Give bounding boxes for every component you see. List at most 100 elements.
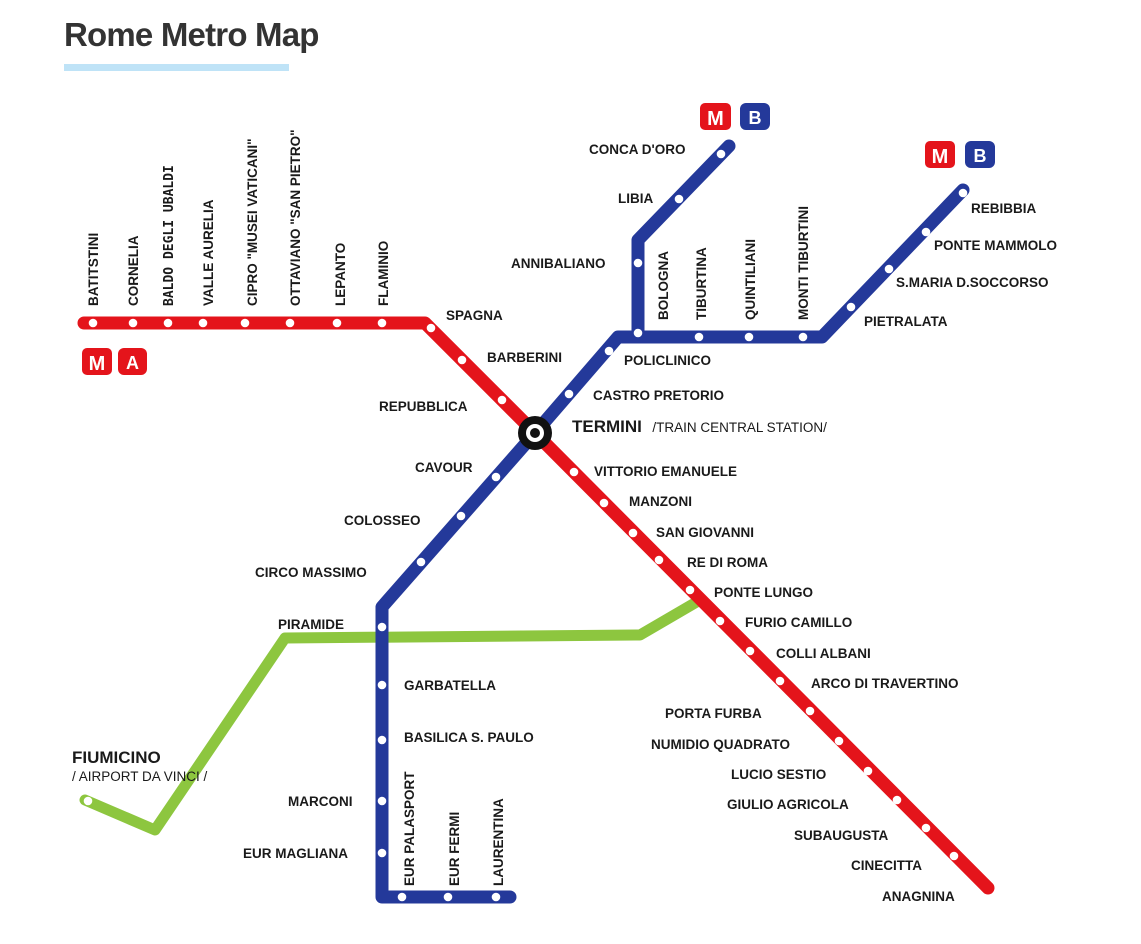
- station-label-eur-magliana[interactable]: EUR MAGLIANA: [243, 846, 348, 861]
- station-dot[interactable]: [863, 766, 873, 776]
- station-label-batitstini[interactable]: BATITSTINI: [86, 233, 101, 306]
- station-label-cipro[interactable]: CIPRO "MUSEI VATICANI": [245, 138, 260, 306]
- station-dot[interactable]: [599, 498, 609, 508]
- station-label-spagna[interactable]: SPAGNA: [446, 308, 503, 323]
- station-dot[interactable]: [744, 332, 754, 342]
- station-label-bologna[interactable]: BOLOGNA: [656, 251, 671, 320]
- station-dot[interactable]: [892, 795, 902, 805]
- station-label-valle-aurelia[interactable]: VALLE AURELIA: [201, 199, 216, 306]
- station-dot[interactable]: [457, 355, 467, 365]
- station-dot[interactable]: [654, 555, 664, 565]
- station-dot[interactable]: [633, 258, 643, 268]
- station-dot[interactable]: [88, 318, 98, 328]
- station-dot[interactable]: [805, 706, 815, 716]
- station-dot[interactable]: [564, 389, 574, 399]
- station-dot[interactable]: [497, 395, 507, 405]
- station-label-eur-palasport[interactable]: EUR PALASPORT: [402, 771, 417, 886]
- station-label-ponte-lungo[interactable]: PONTE LUNGO: [714, 585, 813, 600]
- termini-hub[interactable]: [518, 416, 552, 450]
- station-label-policlinico[interactable]: POLICLINICO: [624, 353, 711, 368]
- station-label-giulio-agricola[interactable]: GIULIO AGRICOLA: [727, 797, 849, 812]
- station-label-quintiliani[interactable]: QUINTILIANI: [743, 239, 758, 320]
- station-dot[interactable]: [834, 736, 844, 746]
- station-dot[interactable]: [397, 892, 407, 902]
- station-dot[interactable]: [198, 318, 208, 328]
- station-label-ottaviano[interactable]: OTTAVIANO "SAN PIETRO": [288, 129, 303, 306]
- station-label-basilica-s-paulo[interactable]: BASILICA S. PAULO: [404, 730, 534, 745]
- station-dot[interactable]: [604, 346, 614, 356]
- hub-label[interactable]: TERMINI /TRAIN CENTRAL STATION/: [572, 417, 827, 436]
- station-label-tiburtina[interactable]: TIBURTINA: [694, 247, 709, 320]
- station-dot[interactable]: [921, 823, 931, 833]
- station-label-manzoni[interactable]: MANZONI: [629, 494, 692, 509]
- station-label-piramide[interactable]: PIRAMIDE: [278, 617, 344, 632]
- station-label-conca-doro[interactable]: CONCA D'ORO: [589, 142, 685, 157]
- station-dot[interactable]: [377, 735, 387, 745]
- station-dot[interactable]: [491, 472, 501, 482]
- station-label-circo-massimo[interactable]: CIRCO MASSIMO: [255, 565, 367, 580]
- station-dot[interactable]: [949, 851, 959, 861]
- station-label-laurentina[interactable]: LAURENTINA: [491, 798, 506, 886]
- station-label-furio-camillo[interactable]: FURIO CAMILLO: [745, 615, 852, 630]
- station-label-vittorio-emanuele[interactable]: VITTORIO EMANUELE: [594, 464, 737, 479]
- station-label-annibaliano[interactable]: ANNIBALIANO: [511, 256, 606, 271]
- station-dot[interactable]: [377, 680, 387, 690]
- station-dot[interactable]: [377, 848, 387, 858]
- station-dot[interactable]: [674, 194, 684, 204]
- station-dot[interactable]: [491, 892, 501, 902]
- station-dot[interactable]: [694, 332, 704, 342]
- station-label-pietralata[interactable]: PIETRALATA: [864, 314, 948, 329]
- station-label-garbatella[interactable]: GARBATELLA: [404, 678, 496, 693]
- station-dot[interactable]: [958, 188, 968, 198]
- station-dot[interactable]: [377, 796, 387, 806]
- station-dot[interactable]: [285, 318, 295, 328]
- station-dot[interactable]: [745, 646, 755, 656]
- station-dot[interactable]: [716, 149, 726, 159]
- station-label-s-maria-d-soccorso[interactable]: S.MARIA D.SOCCORSO: [896, 275, 1049, 290]
- station-label-flaminio[interactable]: FLAMINIO: [376, 241, 391, 306]
- station-label-colli-albani[interactable]: COLLI ALBANI: [776, 646, 871, 661]
- station-dot[interactable]: [377, 318, 387, 328]
- station-label-subaugusta[interactable]: SUBAUGUSTA: [794, 828, 889, 843]
- station-label-anagnina[interactable]: ANAGNINA: [882, 889, 955, 904]
- station-dot[interactable]: [715, 616, 725, 626]
- station-label-colosseo[interactable]: COLOSSEO: [344, 513, 421, 528]
- station-label-lepanto[interactable]: LEPANTO: [333, 243, 348, 306]
- station-label-numidio-quadrato[interactable]: NUMIDIO QUADRATO: [651, 737, 790, 752]
- station-dot[interactable]: [628, 528, 638, 538]
- station-label-marconi[interactable]: MARCONI: [288, 794, 353, 809]
- station-dot[interactable]: [163, 318, 173, 328]
- station-dot[interactable]: [443, 892, 453, 902]
- station-label-porta-furba[interactable]: PORTA FURBA: [665, 706, 762, 721]
- station-dot[interactable]: [633, 328, 643, 338]
- station-label-lucio-sestio[interactable]: LUCIO SESTIO: [731, 767, 826, 782]
- station-label-castro-pretorio[interactable]: CASTRO PRETORIO: [593, 388, 724, 403]
- station-label-cavour[interactable]: CAVOUR: [415, 460, 473, 475]
- station-label-ponte-mammolo[interactable]: PONTE MAMMOLO: [934, 238, 1057, 253]
- station-label-re-di-roma[interactable]: RE DI ROMA: [687, 555, 768, 570]
- station-label-barberini[interactable]: BARBERINI: [487, 350, 562, 365]
- station-dot[interactable]: [569, 467, 579, 477]
- station-dot[interactable]: [377, 622, 387, 632]
- station-label-rebibbia[interactable]: REBIBBIA: [971, 201, 1037, 216]
- station-dot[interactable]: [846, 302, 856, 312]
- station-label-libia[interactable]: LIBIA: [618, 191, 653, 206]
- station-dot[interactable]: [240, 318, 250, 328]
- station-label-arco-di-travertino[interactable]: ARCO DI TRAVERTINO: [811, 676, 959, 691]
- station-dot[interactable]: [416, 557, 426, 567]
- station-label-cinecitta[interactable]: CINECITTA: [851, 858, 922, 873]
- station-dot[interactable]: [685, 585, 695, 595]
- station-dot[interactable]: [128, 318, 138, 328]
- station-dot[interactable]: [775, 676, 785, 686]
- station-label-baldo-degli-ubaldi[interactable]: BALDO DEGLI UBALDI: [162, 165, 177, 306]
- airport-name[interactable]: FIUMICINO: [72, 748, 161, 767]
- station-dot[interactable]: [83, 796, 93, 806]
- station-dot[interactable]: [921, 227, 931, 237]
- station-label-cornelia[interactable]: CORNELIA: [126, 235, 141, 306]
- station-dot[interactable]: [456, 511, 466, 521]
- station-label-eur-fermi[interactable]: EUR FERMI: [447, 812, 462, 886]
- station-dot[interactable]: [426, 323, 436, 333]
- station-label-repubblica[interactable]: REPUBBLICA: [379, 399, 468, 414]
- station-label-monti-tiburtini[interactable]: MONTI TIBURTINI: [796, 206, 811, 320]
- station-dot[interactable]: [884, 264, 894, 274]
